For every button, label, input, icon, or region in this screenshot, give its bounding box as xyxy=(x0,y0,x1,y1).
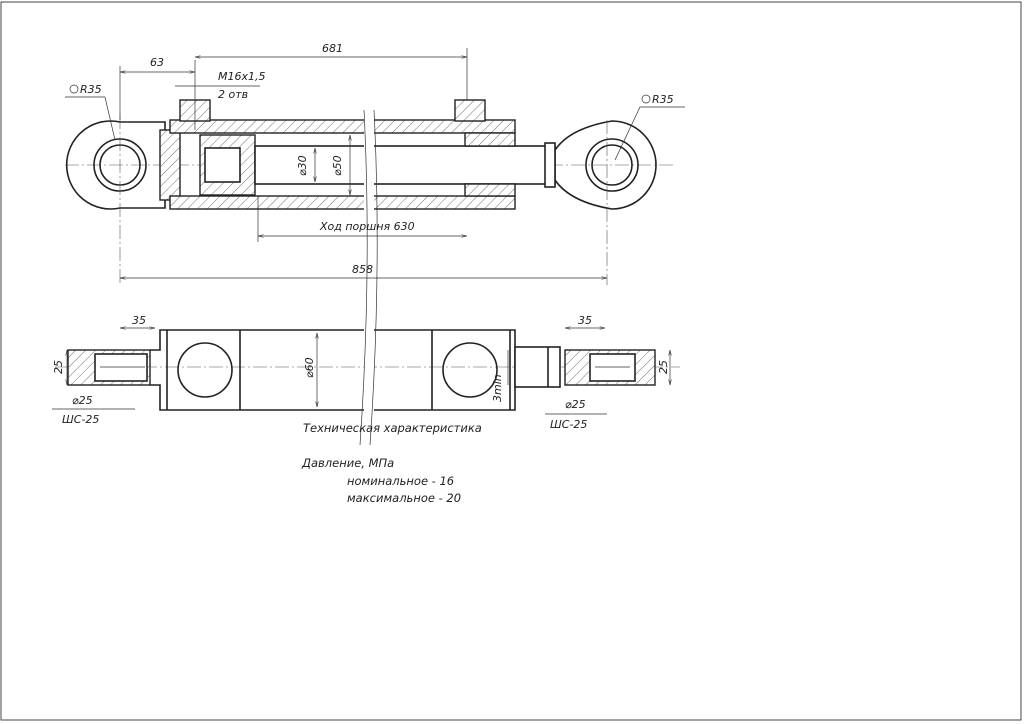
dim-681: 681 xyxy=(322,42,343,55)
bearing-label-right: ШС-25 xyxy=(550,418,587,431)
tube-wall-bottom xyxy=(169,195,516,210)
port-boss-left xyxy=(177,342,233,398)
dim-25-right: 25 xyxy=(657,360,670,374)
dim-63: 63 xyxy=(150,56,164,69)
notes-pressure: Давление, МПа xyxy=(301,456,394,470)
tube-wall-top xyxy=(169,119,516,134)
port-right xyxy=(454,99,486,122)
port-boss-right xyxy=(442,342,498,398)
piston-rod xyxy=(254,145,556,185)
dim-r35-left: R35 xyxy=(80,83,102,96)
right-eye xyxy=(554,120,657,210)
technical-notes: Техническая характеристика Давление, МПа… xyxy=(301,421,482,505)
dim-r35-right: R35 xyxy=(652,93,674,106)
dim-dia25-right: ⌀25 xyxy=(565,398,586,411)
dim-dia50: ⌀50 xyxy=(331,155,344,176)
notes-nominal: номинальное - 16 xyxy=(347,474,454,488)
dim-3min: 3min xyxy=(491,374,504,402)
dim-thread: M16x1,5 xyxy=(218,70,266,83)
dim-dia30: ⌀30 xyxy=(296,155,309,176)
rod-end xyxy=(514,346,561,388)
section-view xyxy=(65,99,675,285)
dim-35-right: 35 xyxy=(578,314,592,327)
dim-dia60: ⌀60 xyxy=(303,357,316,378)
external-view-dimensions: 35 35 25 25 ⌀60 3min ⌀25 ШС-25 ⌀25 ШС-25 xyxy=(52,314,670,431)
dim-35-left: 35 xyxy=(132,314,146,327)
dim-holes: 2 отв xyxy=(218,88,248,101)
left-eye-housing xyxy=(65,120,166,210)
dim-dia25-left: ⌀25 xyxy=(72,394,93,407)
dim-858: 858 xyxy=(352,263,373,276)
notes-maximum: максимальное - 20 xyxy=(347,491,461,505)
bearing-label-left: ШС-25 xyxy=(62,413,99,426)
section-view-dimensions: 63 681 M16x1,5 2 отв R35 R35 ⌀30 ⌀50 Ход… xyxy=(65,42,685,278)
dim-stroke: Ход поршня 630 xyxy=(319,220,415,233)
notes-title: Техническая характеристика xyxy=(303,421,482,435)
dim-25-left: 25 xyxy=(52,360,65,374)
